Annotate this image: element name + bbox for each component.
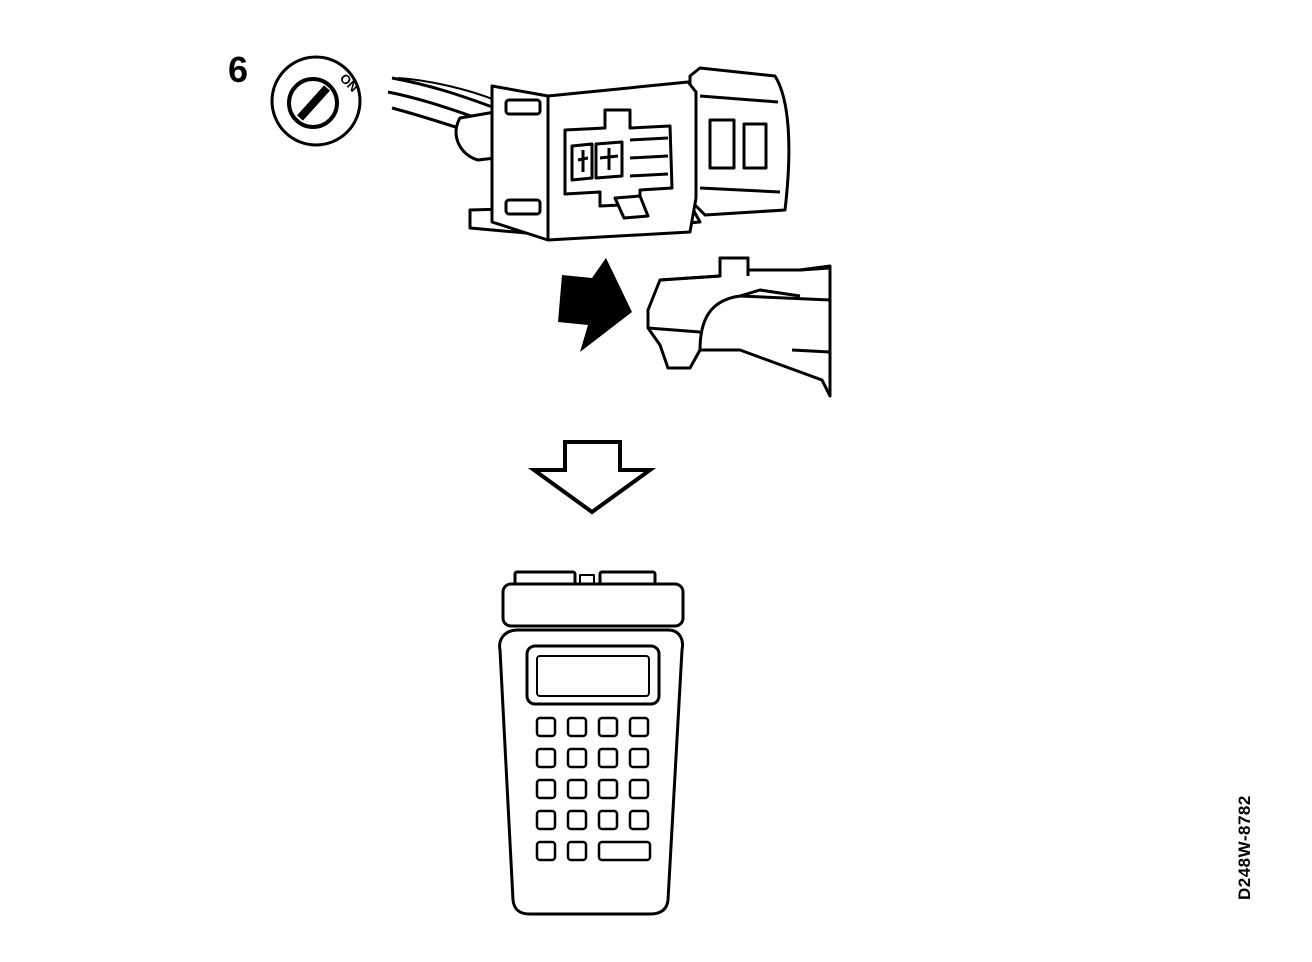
figure-code: D248W-8782 [1235,795,1254,900]
step-number: 6 [228,49,249,90]
tester-key [535,747,557,769]
tester-key [535,840,557,862]
tester-key [628,747,650,769]
tester-key [628,716,650,738]
tester-key [628,809,650,831]
relay-connector-icon [387,66,791,242]
tester-key [628,778,650,800]
tester-key [597,716,619,738]
tester-key-wide [597,840,652,862]
down-arrow-icon [527,440,657,515]
tester-key [566,747,588,769]
insert-arrow-icon [558,258,632,352]
tester-key [597,778,619,800]
tester-key [535,716,557,738]
tester-key [566,778,588,800]
diagnostic-plug-icon [646,256,832,398]
tester-keypad [535,716,652,862]
tester-key [597,747,619,769]
tester-key [535,778,557,800]
tester-key [566,716,588,738]
tester-key [566,809,588,831]
tester-key [597,809,619,831]
handheld-tester-icon [498,570,685,916]
tester-key [566,840,588,862]
ignition-key-switch-icon: ON [270,55,362,147]
tester-key [535,809,557,831]
